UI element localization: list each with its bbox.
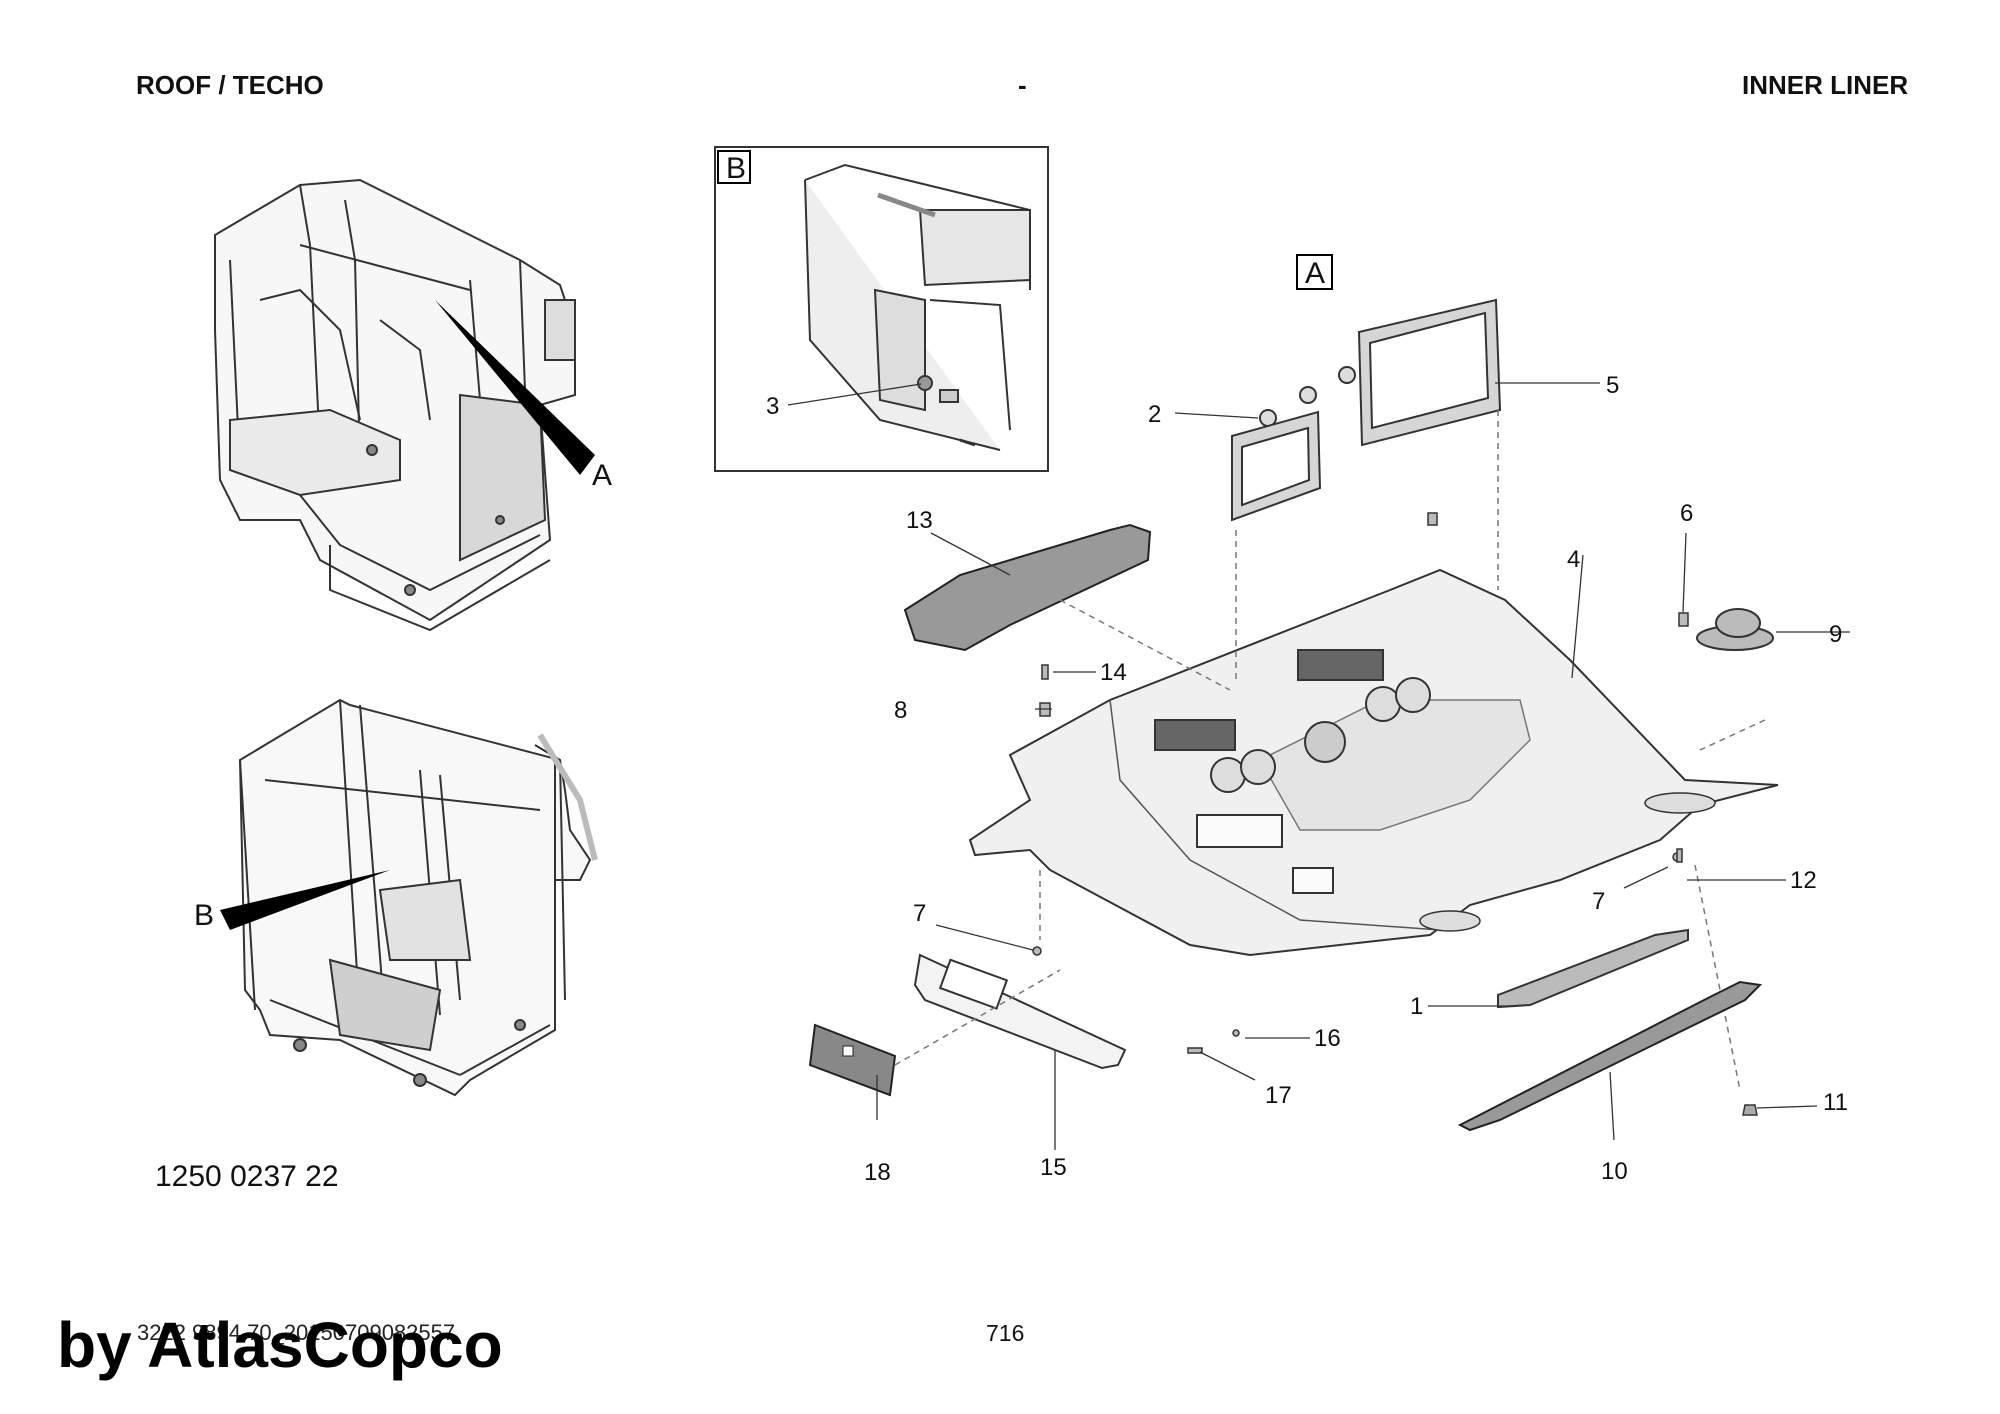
assembly-part-number: 1250 0237 22: [155, 1160, 339, 1193]
inner-liner-panel: [968, 568, 1779, 957]
callout-9: 9: [1829, 621, 1842, 648]
callout-5: 5: [1606, 372, 1619, 399]
callout-14: 14: [1100, 659, 1127, 686]
callout-7-right: 7: [1592, 888, 1605, 915]
callout-18: 18: [864, 1159, 891, 1186]
page-number: 716: [986, 1320, 1025, 1346]
callout-16: 16: [1314, 1025, 1341, 1052]
detail-b-frame: [714, 146, 1049, 472]
detail-b-tag-box: [717, 150, 751, 184]
header-separator: -: [1018, 70, 1027, 100]
callout-6: 6: [1680, 500, 1693, 527]
publisher-watermark: by AtlasCopco: [57, 1309, 503, 1381]
guide-lines: [894, 719, 1766, 1091]
callout-3: 3: [766, 393, 779, 420]
view-a-tag-label: A: [1305, 257, 1325, 290]
vent-frames-5: [1231, 298, 1502, 522]
callout-12: 12: [1790, 867, 1817, 894]
knob-11: [1742, 1104, 1758, 1116]
view-b-pointer: [220, 870, 390, 930]
vent-guide-lines: [1235, 410, 1499, 680]
channel-1: [1497, 928, 1689, 1009]
sun-visor-13: [903, 523, 1152, 652]
callout-2: 2: [1148, 401, 1161, 428]
assembly-title: INNER LINER: [1742, 70, 1909, 100]
grommets-2: [1259, 366, 1356, 427]
callout-13: 13: [906, 507, 933, 534]
view-a-pointer-label: A: [592, 459, 612, 492]
cover-panel-15: [913, 953, 1127, 1070]
section-title: ROOF / TECHO: [136, 70, 324, 100]
detail-b-drawing: [804, 163, 1031, 451]
callout-7-left: 7: [913, 900, 926, 927]
view-b-pointer-label: B: [194, 899, 214, 932]
view-a-pointer: [435, 300, 595, 475]
cab-overview-lower: [238, 698, 598, 1097]
callout-4: 4: [1567, 546, 1580, 573]
trim-strip-10: [1457, 980, 1763, 1132]
view-a-tag-box: [1296, 254, 1333, 290]
document-id: 3222 9894 70_20150709082557: [137, 1320, 456, 1345]
speaker-9: [1696, 608, 1774, 651]
callout-1: 1: [1410, 993, 1423, 1020]
callout-8: 8: [894, 697, 907, 724]
callout-10: 10: [1601, 1158, 1628, 1185]
cab-overview-upper: [214, 178, 576, 632]
callout-17: 17: [1265, 1082, 1292, 1109]
callout-11: 11: [1823, 1089, 1848, 1116]
display-panel-18: [808, 1023, 897, 1097]
detail-b-tag-label: B: [726, 152, 746, 185]
callout-15: 15: [1040, 1154, 1067, 1181]
leader-lines: [787, 382, 1850, 1150]
